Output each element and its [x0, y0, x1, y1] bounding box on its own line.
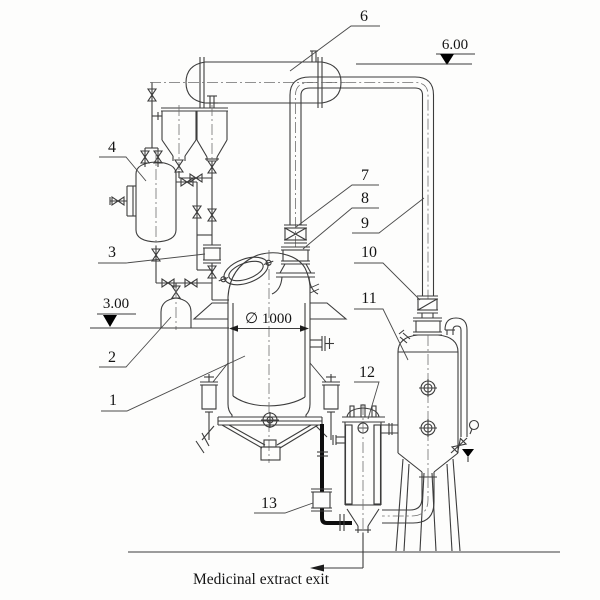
label-3: 3	[98, 244, 206, 264]
extract-pipe	[317, 424, 352, 531]
elevation-lower-value: 3.00	[103, 296, 129, 312]
label-11: 11	[354, 290, 409, 361]
svg-text:4: 4	[108, 139, 116, 156]
label-7: 7	[295, 167, 379, 228]
feed-piping	[140, 82, 163, 167]
cooler-inlet-nozzle	[332, 435, 345, 445]
label-8: 8	[302, 190, 379, 250]
pressure-gauge-icon	[468, 419, 480, 431]
vapor-pipe	[289, 76, 435, 299]
elevation-upper: 6.00	[356, 37, 475, 65]
dosing-tank	[109, 150, 212, 283]
condenser	[150, 50, 345, 108]
diameter-value: ∅ 1000	[245, 311, 292, 327]
support-lug-left	[192, 302, 228, 320]
cooler-outlet-nozzle	[381, 423, 398, 435]
extraction-tank	[192, 250, 348, 463]
svg-text:1: 1	[109, 392, 117, 409]
label-4: 4	[99, 139, 147, 182]
svg-text:3: 3	[108, 244, 116, 261]
label-9: 9	[352, 197, 425, 234]
door-cylinder-left	[200, 362, 229, 440]
separator	[382, 317, 480, 552]
label-6: 6	[289, 8, 380, 72]
elevation-lower: 3.00	[90, 296, 229, 329]
label-1: 1	[101, 355, 246, 412]
label-13: 13	[254, 495, 314, 514]
label-2: 2	[99, 316, 172, 368]
cooler	[332, 404, 398, 545]
filter-line	[203, 161, 229, 301]
svg-text:12: 12	[359, 364, 375, 381]
suction-line	[156, 278, 212, 288]
side-nozzle	[310, 336, 334, 351]
exit-arrow	[310, 564, 324, 572]
diagram-caption: Medicinal extract exit	[193, 571, 330, 588]
svg-text:10: 10	[361, 244, 377, 261]
separator-bellows	[413, 317, 442, 336]
discharge-mechanism	[195, 403, 328, 461]
diameter-dimension: ∅ 1000	[229, 311, 309, 332]
label-12: 12	[354, 364, 380, 420]
svg-text:9: 9	[361, 215, 369, 232]
tank-neck-valve	[284, 224, 307, 244]
elevation-upper-value: 6.00	[442, 37, 468, 53]
condenser-vent-nozzle	[310, 50, 318, 62]
svg-text:8: 8	[361, 190, 369, 207]
door-cylinder-right	[309, 362, 340, 440]
discharge-valve	[311, 488, 332, 512]
sight-glass-lower	[419, 419, 437, 437]
sight-glass-upper	[419, 379, 437, 397]
solvent-hoppers	[152, 105, 228, 183]
separator-inlet-valve	[417, 295, 438, 318]
label-10: 10	[354, 244, 421, 301]
svg-text:11: 11	[361, 290, 376, 307]
support-lug-right	[310, 302, 348, 320]
gauge-piping	[444, 317, 480, 462]
manhole	[218, 256, 274, 286]
tank-neck-bellows	[271, 246, 319, 295]
separator-outlet-pipe	[382, 477, 435, 524]
dome-nozzle	[398, 329, 411, 344]
hopper-right	[196, 105, 228, 174]
svg-text:2: 2	[108, 349, 116, 366]
pump-dome	[160, 283, 192, 330]
extract-exit	[310, 533, 364, 572]
svg-text:6: 6	[360, 8, 368, 25]
svg-text:7: 7	[361, 167, 369, 184]
condenser-drain-fitting	[206, 95, 218, 108]
separator-legs	[395, 458, 461, 552]
svg-text:13: 13	[261, 495, 277, 512]
hopper-left	[152, 105, 212, 183]
filter	[203, 244, 221, 264]
